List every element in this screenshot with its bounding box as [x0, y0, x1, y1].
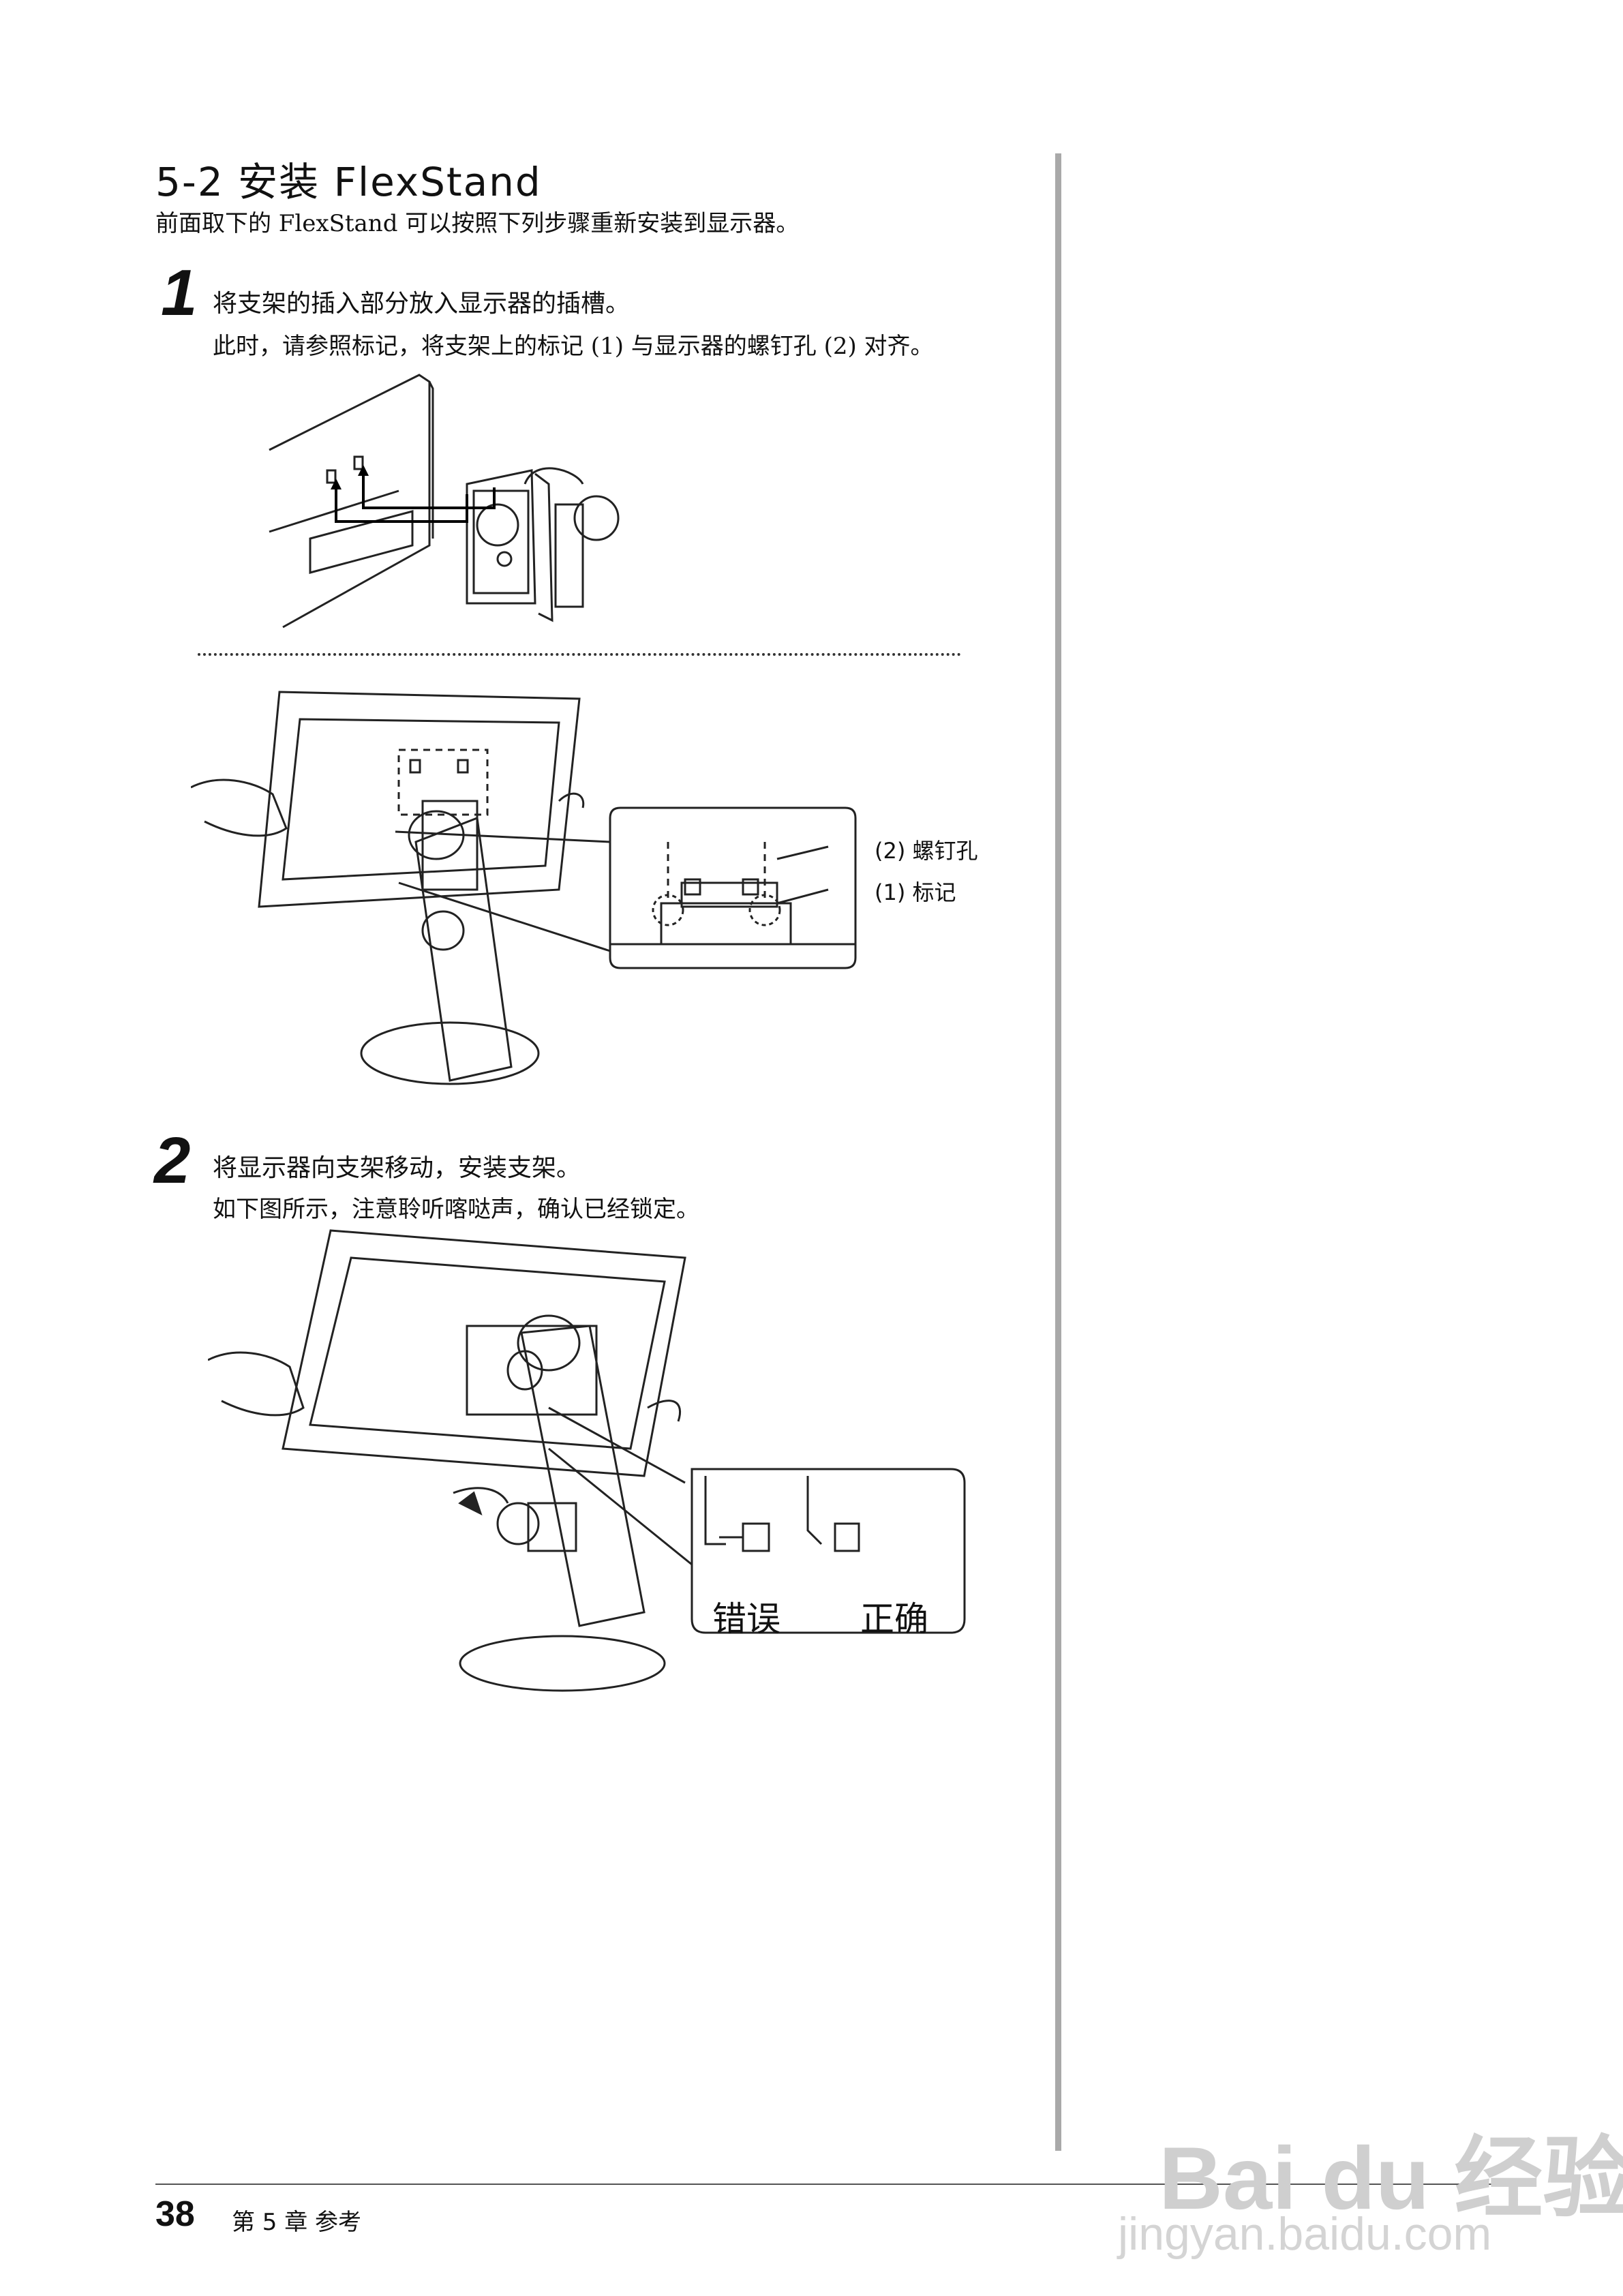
- monitor-back-alignment-illustration: [191, 691, 857, 1085]
- stand-lock-illustration: [208, 1229, 966, 1692]
- stand-insert-illustration: [269, 374, 620, 629]
- watermark-url: jingyan.baidu.com: [1118, 2208, 1492, 2260]
- section-intro: 前面取下的 FlexStand 可以按照下列步骤重新安装到显示器。: [155, 210, 800, 237]
- step-1-heading: 将支架的插入部分放入显示器的插槽。: [213, 290, 631, 318]
- chapter-label: 第 5 章 参考: [232, 2209, 362, 2236]
- section-title: 5-2 安装 FlexStand: [155, 159, 542, 205]
- watermark-brand: Bai du 经验: [1159, 2128, 1623, 2228]
- step-2-number: 2: [154, 1124, 191, 1197]
- step-1-detail: 此时，请参照标记，将支架上的标记 (1) 与显示器的螺钉孔 (2) 对齐。: [213, 333, 934, 360]
- step-2-heading: 将显示器向支架移动，安装支架。: [213, 1154, 581, 1182]
- callout-mark: (1) 标记: [875, 879, 956, 905]
- figure-divider: [198, 653, 961, 656]
- label-correct: 正确: [860, 1599, 928, 1639]
- page-number: 38: [155, 2194, 195, 2234]
- callout-screw-hole: (2) 螺钉孔: [875, 838, 978, 864]
- step-1-number: 1: [161, 256, 198, 329]
- step-2-detail: 如下图所示，注意聆听喀哒声，确认已经锁定。: [213, 1196, 699, 1223]
- footer-rule: [155, 2184, 1519, 2185]
- label-wrong: 错误: [712, 1599, 780, 1639]
- right-margin-rule: [1055, 153, 1061, 2151]
